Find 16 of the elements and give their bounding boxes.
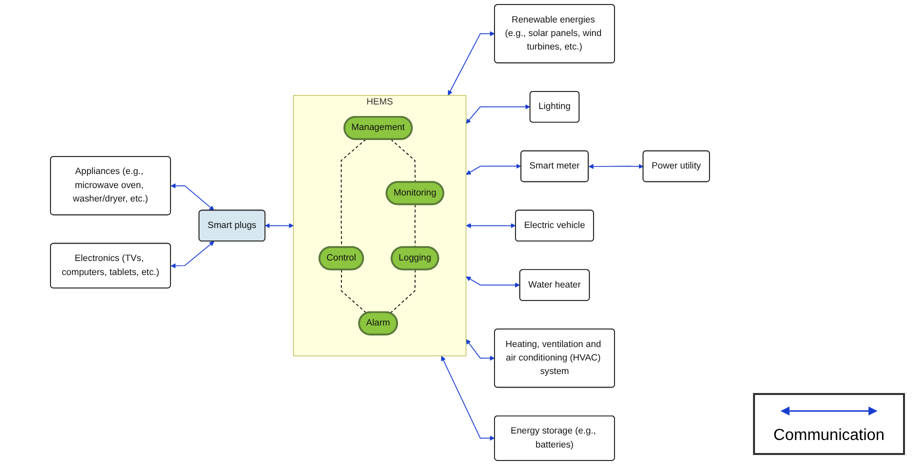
arrow: [466, 339, 495, 361]
connector: [390, 269, 416, 314]
connector: [390, 138, 416, 183]
arrow: [466, 164, 522, 175]
arrow: [466, 104, 530, 124]
connector: [340, 269, 368, 314]
arrow: [264, 223, 294, 228]
legend-label: Communication: [772, 427, 886, 445]
arrow: [441, 356, 495, 441]
arrow: [588, 164, 644, 169]
arrow: [448, 31, 495, 96]
arrow: [170, 183, 214, 211]
arrow: [466, 223, 516, 228]
arrow: [170, 241, 214, 268]
connector: [414, 204, 416, 248]
arrow: [466, 276, 520, 288]
